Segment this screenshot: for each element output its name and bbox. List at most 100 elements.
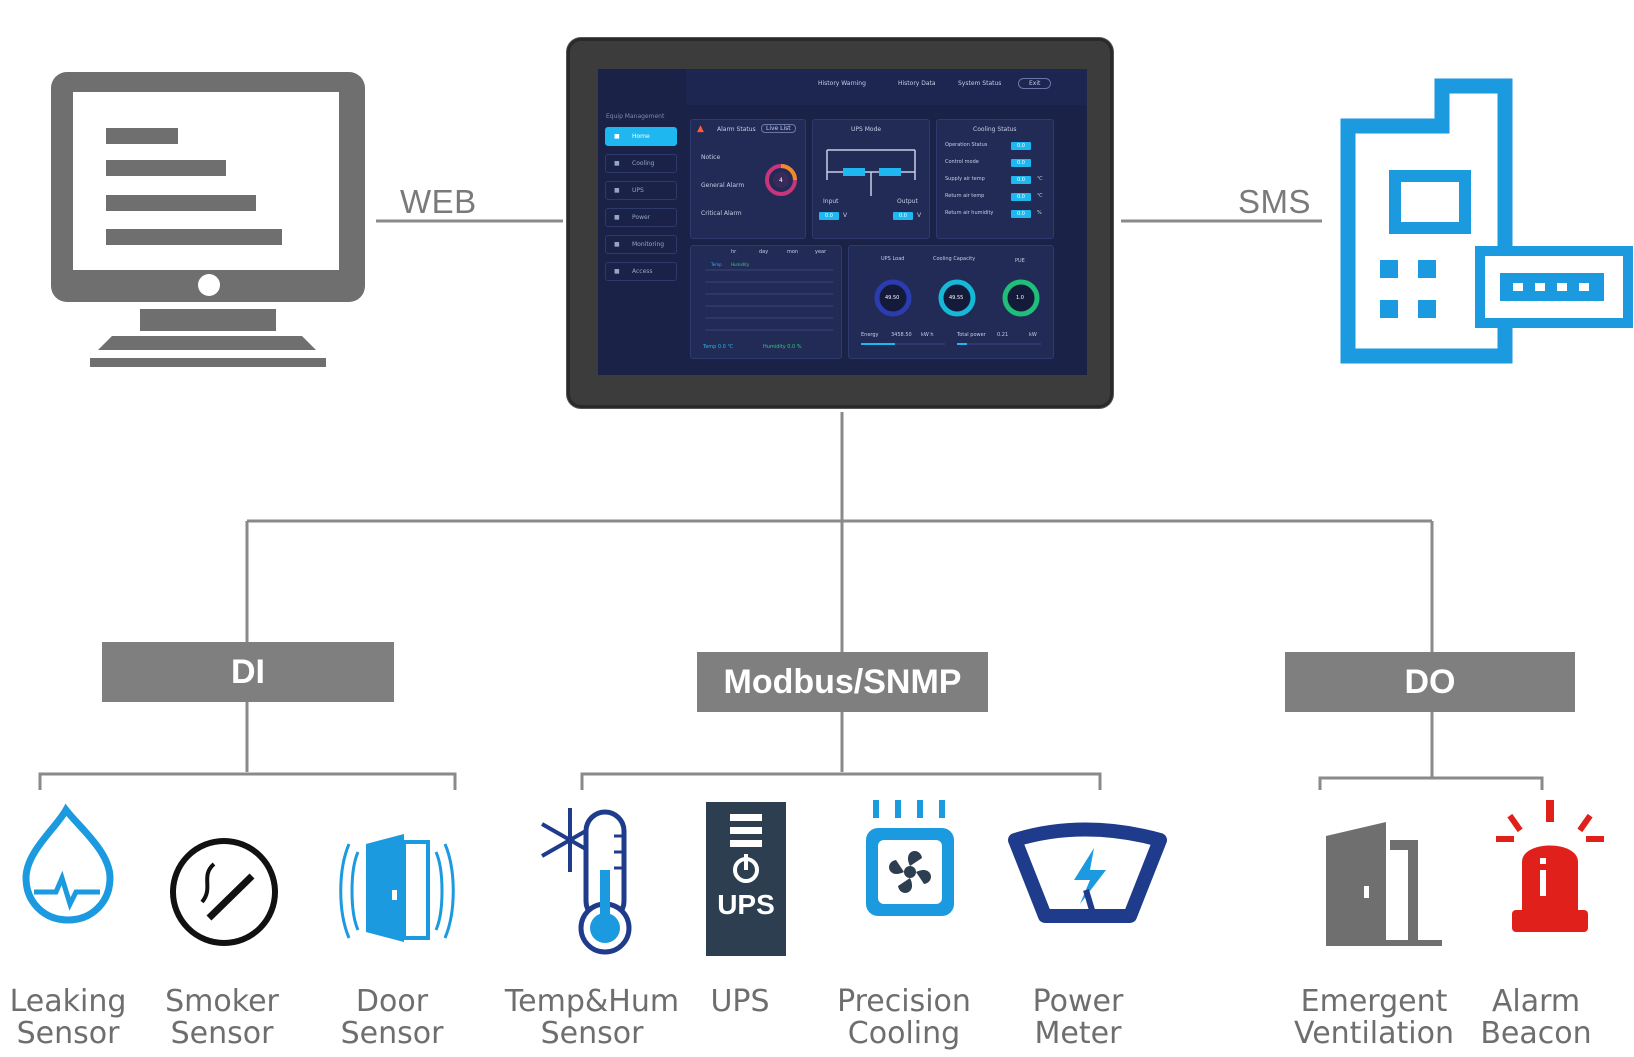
trend-tab-day[interactable]: day (759, 249, 769, 255)
trend-tab-hr[interactable]: hr (731, 249, 737, 255)
ups-input-value: 0.0 (819, 212, 839, 220)
temp-legend: Temp (711, 262, 722, 267)
ups-output-label: Output (897, 198, 918, 205)
cooling-row-label: Return air temp (945, 193, 985, 199)
alarm-notice: Notice (701, 154, 721, 161)
temp-readout: Temp 0.0 ℃ (703, 344, 734, 350)
sidebar-item-cooling[interactable]: ■ Cooling (605, 154, 677, 173)
distribution-tree (38, 412, 1544, 790)
sidebar-item-ups[interactable]: ■ UPS (605, 181, 677, 200)
phone-keypad-icon (1380, 170, 1633, 328)
sidebar-item-access[interactable]: ■ Access (605, 262, 677, 281)
ups-mode-panel: UPS Mode Input Output 0.0 V 0.0 V (812, 119, 930, 239)
do-bus-box: DO (1285, 652, 1575, 712)
cooling-row-value: 0.0 (1011, 142, 1031, 150)
trend-tab-year[interactable]: year (815, 249, 827, 255)
energy-bar (861, 343, 945, 345)
humidity-readout: Humidity 0.0 % (763, 344, 802, 350)
cooling-row-unit: ℃ (1037, 193, 1043, 199)
ventilation-door-icon (1326, 822, 1442, 946)
device-icons: UPS (22, 800, 1604, 956)
energy-value: 3458.50 (891, 332, 912, 338)
trend-tab-mon[interactable]: mon (787, 249, 799, 255)
sidebar-item-monitoring[interactable]: ■Monitoring (605, 235, 677, 254)
system-status-tab[interactable]: System Status (958, 80, 1002, 87)
ups-load-value: 49.50 (885, 295, 900, 301)
trend-chart-grid (705, 269, 833, 331)
ups-load-label: UPS Load (881, 256, 905, 262)
warning-icon: ▲ (697, 124, 704, 134)
alarm-status-panel: ▲ Alarm Status Live List Notice General … (690, 119, 806, 239)
cooling-row-label: Operation Status (945, 142, 988, 148)
sidebar-item-label: Cooling (632, 160, 655, 167)
cooling-row-value: 0.0 (1011, 210, 1031, 218)
alarm-total: 4 (779, 177, 783, 184)
cooling-capacity-value: 49.55 (949, 295, 964, 301)
power-bar (957, 343, 1041, 345)
ups-input-unit: V (843, 212, 848, 219)
sidebar-item-icon: ■ (614, 268, 620, 275)
cooling-row-label: Return air humidity (945, 210, 994, 216)
cooling-row-value: 0.0 (1011, 159, 1031, 167)
cooling-row-value: 0.0 (1011, 176, 1031, 184)
water-drop-icon (22, 803, 114, 924)
alarm-status-title: Alarm Status (717, 126, 756, 133)
door-sensor-icon (339, 834, 455, 942)
smoke-sensor-icon (170, 838, 278, 946)
history-data-tab[interactable]: History Data (898, 80, 936, 87)
sms-label: SMS (1238, 183, 1312, 220)
sidebar-item-home[interactable]: ■ Home (605, 127, 677, 146)
energy-label: Energy (861, 332, 879, 338)
sidebar-item-label: UPS (632, 187, 644, 194)
sidebar-item-icon: ■ (614, 214, 620, 221)
exit-button[interactable]: Exit (1018, 78, 1052, 89)
ups-label: UPS (710, 984, 770, 1019)
cooling-row-value: 0.0 (1011, 193, 1031, 201)
ups-input-label: Input (823, 198, 839, 205)
alarm-general: General Alarm (701, 182, 745, 189)
ups-mode-title: UPS Mode (851, 126, 882, 133)
energy-unit: kW h (921, 332, 934, 338)
gauge-rings (874, 279, 1040, 317)
alarm-beacon-icon (1496, 800, 1604, 932)
dashboard-screen: History Warning History Data System Stat… (598, 69, 1087, 375)
cooling-status-title: Cooling Status (973, 126, 1017, 133)
total-power-unit: kW (1029, 332, 1037, 338)
history-warning-tab[interactable]: History Warning (818, 80, 866, 87)
sidebar-item-icon: ■ (614, 133, 620, 140)
cooling-row-unit: % (1037, 210, 1042, 216)
ups-output-value: 0.0 (893, 212, 913, 220)
total-power-value: 0.21 (997, 332, 1009, 338)
cooling-row-unit: ℃ (1037, 176, 1043, 182)
sidebar-item-label: Monitoring (632, 241, 665, 248)
cooling-row-label: Control mode (945, 159, 979, 165)
sms-phone-icon (1340, 78, 1513, 364)
computer-monitor-icon (51, 72, 365, 367)
sidebar-item-icon: ■ (614, 187, 620, 194)
sidebar-item-label: Access (632, 268, 653, 275)
ups-mode-diagram (826, 149, 916, 196)
total-power-label: Total power (957, 332, 986, 338)
alarm-ring-chart (765, 164, 797, 196)
sidebar-item-label: Home (632, 133, 650, 140)
thermometer-snowflake-icon (541, 808, 632, 955)
sidebar-item-power[interactable]: ■Power (605, 208, 677, 227)
trend-chart-panel: hr day mon year Temp Humidity Temp 0.0 ℃ Hu… (690, 245, 842, 359)
ups-icon: UPS (706, 802, 786, 956)
live-list-button[interactable]: Live List (761, 124, 796, 133)
power-meter-icon (1008, 822, 1167, 923)
cooling-capacity-label: Cooling Capacity (933, 256, 976, 262)
ups-icon-text: UPS (717, 889, 775, 920)
humidity-legend: Humidity (731, 262, 750, 267)
cooling-row-label: Supply air temp (945, 176, 985, 182)
gauges-panel: UPS Load Cooling Capacity PUE 49.50 49.5… (848, 245, 1054, 359)
sidebar-item-icon: ■ (614, 160, 620, 167)
